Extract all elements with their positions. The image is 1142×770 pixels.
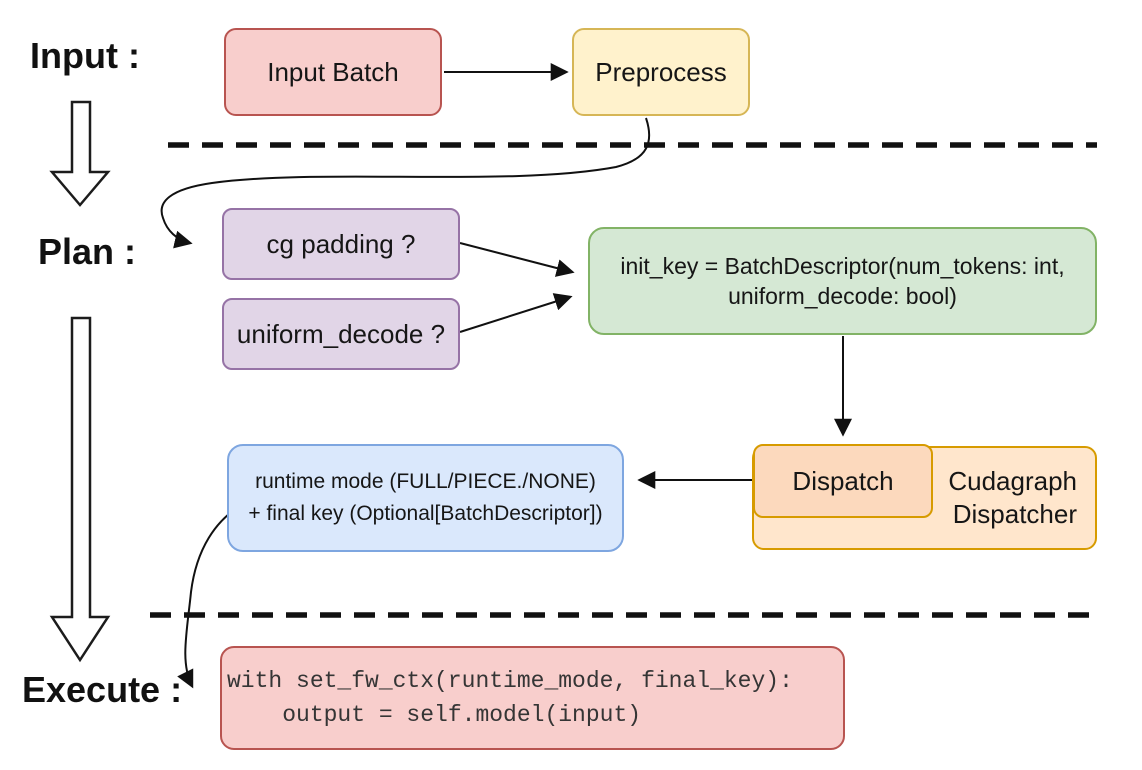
- arrow-preprocess-to-cg-padding: [160, 117, 651, 249]
- node-cudagraph-dispatcher-line1: Cudagraph: [948, 466, 1077, 496]
- section-label-plan: Plan :: [38, 231, 137, 272]
- node-runtime-mode-line2: + final key (Optional[BatchDescriptor]): [248, 502, 603, 525]
- arrow-cg-padding-to-init-key: [459, 242, 575, 277]
- node-preprocess: Preprocess: [572, 28, 750, 116]
- node-input-batch-label: Input Batch: [267, 56, 399, 87]
- node-preprocess-label: Preprocess: [595, 56, 727, 87]
- node-dispatch-label: Dispatch: [792, 465, 894, 496]
- arrow-runtime-to-execute-code: [177, 500, 250, 689]
- node-cg-padding-label: cg padding ?: [266, 228, 416, 259]
- section-label-execute: Execute :: [22, 669, 183, 710]
- node-init-key: init_key = BatchDescriptor(num_tokens: i…: [588, 227, 1097, 335]
- node-init-key-line1: init_key = BatchDescriptor(num_tokens: i…: [620, 253, 1065, 279]
- node-dispatch: Dispatch: [753, 444, 933, 518]
- node-init-key-line2: uniform_decode: bool): [728, 283, 957, 309]
- execute-code-line1: with set_fw_ctx(runtime_mode, final_key)…: [227, 668, 793, 694]
- node-cg-padding: cg padding ?: [222, 208, 460, 280]
- hollow-arrow-input-down: [49, 100, 111, 207]
- arrow-uniform-decode-to-init-key: [459, 293, 573, 333]
- node-execute-code: with set_fw_ctx(runtime_mode, final_key)…: [220, 646, 845, 750]
- node-runtime-mode-line1: runtime mode (FULL/PIECE./NONE): [255, 470, 596, 493]
- node-runtime-mode: runtime mode (FULL/PIECE./NONE) + final …: [227, 444, 624, 552]
- execute-code-block: with set_fw_ctx(runtime_mode, final_key)…: [222, 664, 793, 732]
- execute-code-line2: output = self.model(input): [227, 702, 642, 728]
- node-uniform-decode: uniform_decode ?: [222, 298, 460, 370]
- section-label-input: Input :: [30, 35, 140, 76]
- hollow-arrow-plan-to-execute: [49, 316, 111, 663]
- node-cudagraph-dispatcher-line2: Dispatcher: [952, 499, 1077, 529]
- node-uniform-decode-label: uniform_decode ?: [236, 318, 446, 349]
- node-input-batch: Input Batch: [224, 28, 442, 116]
